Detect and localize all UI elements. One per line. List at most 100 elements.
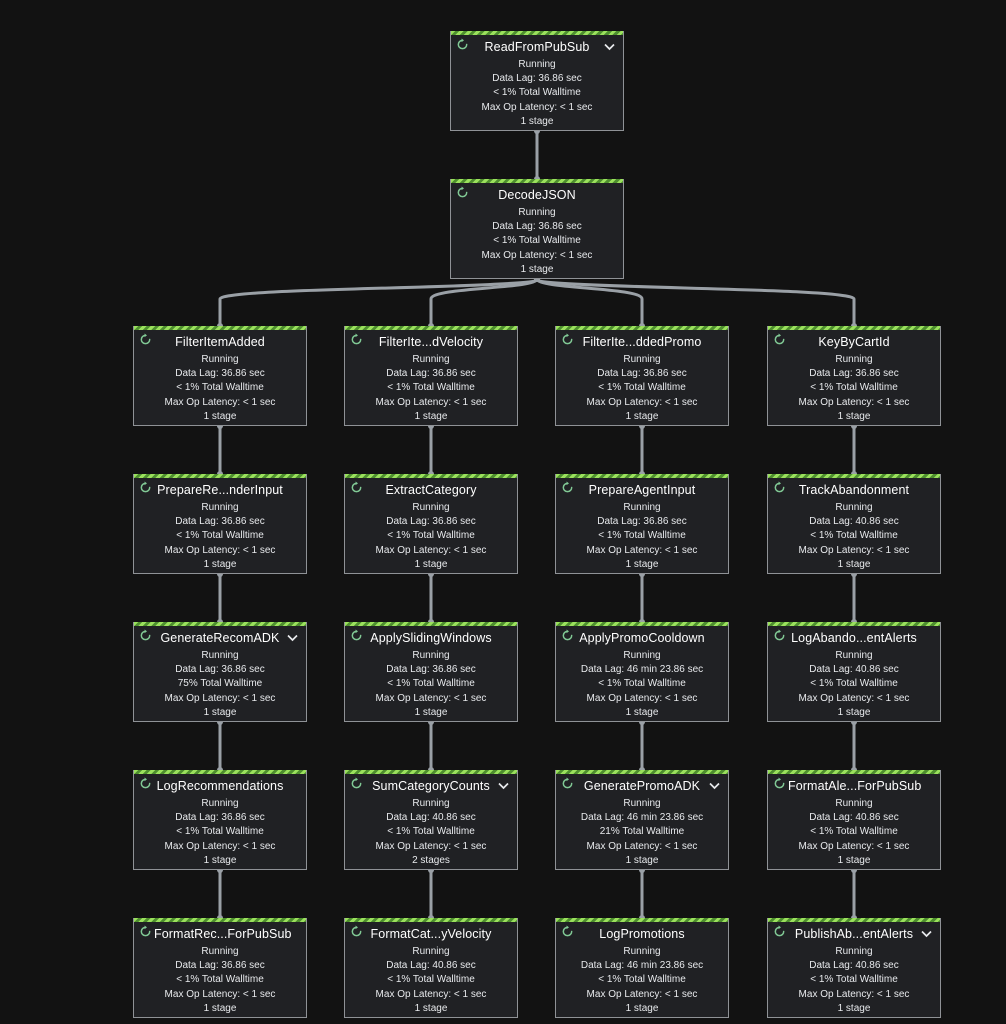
step-metrics: Running Data Lag: 40.86 sec < 1% Total W… [768, 797, 940, 868]
data-lag: Data Lag: 36.86 sec [175, 812, 265, 824]
max-op-latency: Max Op Latency: < 1 sec [481, 101, 593, 113]
running-refresh-icon [457, 186, 468, 198]
data-lag: Data Lag: 36.86 sec [597, 368, 687, 380]
step-status: Running [201, 650, 239, 661]
step-metrics: Running Data Lag: 40.86 sec < 1% Total W… [768, 649, 940, 720]
step-metrics: Running Data Lag: 36.86 sec < 1% Total W… [556, 353, 728, 424]
status-stripe [345, 770, 517, 774]
data-lag: Data Lag: 40.86 sec [809, 960, 899, 972]
step-title: LogAbando...entAlerts [791, 631, 917, 645]
total-walltime: < 1% Total Walltime [598, 678, 686, 690]
step-status: Running [412, 946, 450, 957]
step-metrics: Running Data Lag: 46 min 23.86 sec < 1% … [556, 945, 728, 1016]
step-node-a1[interactable]: FilterItemAdded Running Data Lag: 36.86 … [133, 326, 307, 426]
status-stripe [134, 326, 306, 330]
max-op-latency: Max Op Latency: < 1 sec [375, 692, 487, 704]
running-refresh-icon [351, 925, 362, 937]
step-node-c5[interactable]: LogPromotions Running Data Lag: 46 min 2… [555, 918, 729, 1018]
step-metrics: Running Data Lag: 40.86 sec < 1% Total W… [345, 797, 517, 868]
stage-count: 1 stage [837, 706, 871, 718]
edge-n1-d1 [535, 277, 856, 326]
step-title: PublishAb...entAlerts [794, 927, 914, 941]
status-stripe [556, 474, 728, 478]
step-node-b3[interactable]: ApplySlidingWindows Running Data Lag: 36… [344, 622, 518, 722]
status-stripe [345, 326, 517, 330]
step-node-b2[interactable]: ExtractCategory Running Data Lag: 36.86 … [344, 474, 518, 574]
step-metrics: Running Data Lag: 46 min 23.86 sec 21% T… [556, 797, 728, 868]
chevron-down-icon[interactable] [921, 930, 932, 938]
step-node-d1[interactable]: KeyByCartId Running Data Lag: 36.86 sec … [767, 326, 941, 426]
step-node-d3[interactable]: LogAbando...entAlerts Running Data Lag: … [767, 622, 941, 722]
step-node-a2[interactable]: PrepareRe...nderInput Running Data Lag: … [133, 474, 307, 574]
step-status: Running [412, 354, 450, 365]
total-walltime: < 1% Total Walltime [387, 382, 475, 394]
total-walltime: < 1% Total Walltime [598, 530, 686, 542]
step-node-b5[interactable]: FormatCat...yVelocity Running Data Lag: … [344, 918, 518, 1018]
total-walltime: < 1% Total Walltime [387, 530, 475, 542]
running-refresh-icon [562, 481, 573, 493]
data-lag: Data Lag: 36.86 sec [175, 960, 265, 972]
step-node-a5[interactable]: FormatRec...ForPubSub Running Data Lag: … [133, 918, 307, 1018]
chevron-down-icon[interactable] [287, 634, 298, 642]
step-title: SumCategoryCounts [372, 779, 490, 793]
data-lag: Data Lag: 36.86 sec [386, 368, 476, 380]
step-title: DecodeJSON [498, 188, 576, 202]
step-title: TrackAbandonment [798, 483, 910, 497]
running-refresh-icon [774, 333, 785, 345]
step-node-b1[interactable]: FilterIte...dVelocity Running Data Lag: … [344, 326, 518, 426]
step-node-n0[interactable]: ReadFromPubSub Running Data Lag: 36.86 s… [450, 31, 624, 131]
step-node-c2[interactable]: PrepareAgentInput Running Data Lag: 36.8… [555, 474, 729, 574]
data-lag: Data Lag: 40.86 sec [809, 664, 899, 676]
data-lag: Data Lag: 40.86 sec [386, 960, 476, 972]
status-stripe [768, 326, 940, 330]
stage-count: 2 stages [412, 854, 450, 866]
step-metrics: Running Data Lag: 36.86 sec < 1% Total W… [556, 501, 728, 572]
chevron-down-icon[interactable] [498, 782, 509, 790]
chevron-down-icon[interactable] [709, 782, 720, 790]
step-node-c3[interactable]: ApplyPromoCooldown Running Data Lag: 46 … [555, 622, 729, 722]
step-node-a4[interactable]: LogRecommendations Running Data Lag: 36.… [133, 770, 307, 870]
running-refresh-icon [562, 629, 573, 641]
step-node-b4[interactable]: SumCategoryCounts Running Data Lag: 40.8… [344, 770, 518, 870]
step-status: Running [623, 650, 661, 661]
max-op-latency: Max Op Latency: < 1 sec [798, 840, 910, 852]
running-refresh-icon [351, 333, 362, 345]
step-metrics: Running Data Lag: 36.86 sec < 1% Total W… [451, 206, 623, 277]
stage-count: 1 stage [414, 558, 448, 570]
step-node-c4[interactable]: GeneratePromoADK Running Data Lag: 46 mi… [555, 770, 729, 870]
max-op-latency: Max Op Latency: < 1 sec [586, 544, 698, 556]
data-lag: Data Lag: 40.86 sec [809, 812, 899, 824]
max-op-latency: Max Op Latency: < 1 sec [375, 840, 487, 852]
step-status: Running [835, 354, 873, 365]
total-walltime: < 1% Total Walltime [493, 87, 581, 99]
step-status: Running [623, 946, 661, 957]
total-walltime: < 1% Total Walltime [176, 974, 264, 986]
chevron-down-icon[interactable] [604, 43, 615, 51]
status-stripe [134, 622, 306, 626]
status-stripe [134, 918, 306, 922]
stage-count: 1 stage [414, 410, 448, 422]
running-refresh-icon [562, 925, 573, 937]
step-node-d4[interactable]: FormatAle...ForPubSub Running Data Lag: … [767, 770, 941, 870]
step-node-a3[interactable]: GenerateRecomADK Running Data Lag: 36.86… [133, 622, 307, 722]
running-refresh-icon [774, 629, 785, 641]
step-metrics: Running Data Lag: 36.86 sec < 1% Total W… [451, 58, 623, 129]
step-title: FilterIte...ddedPromo [582, 335, 702, 349]
running-refresh-icon [457, 38, 468, 50]
stage-count: 1 stage [203, 558, 237, 570]
step-title: ReadFromPubSub [484, 40, 590, 54]
stage-count: 1 stage [837, 854, 871, 866]
max-op-latency: Max Op Latency: < 1 sec [481, 249, 593, 261]
status-stripe [345, 622, 517, 626]
step-metrics: Running Data Lag: 36.86 sec < 1% Total W… [345, 649, 517, 720]
step-title: FilterItemAdded [175, 335, 265, 349]
step-status: Running [412, 502, 450, 513]
step-node-n1[interactable]: DecodeJSON Running Data Lag: 36.86 sec <… [450, 179, 624, 279]
step-node-d2[interactable]: TrackAbandonment Running Data Lag: 40.86… [767, 474, 941, 574]
status-stripe [768, 918, 940, 922]
step-node-d5[interactable]: PublishAb...entAlerts Running Data Lag: … [767, 918, 941, 1018]
total-walltime: < 1% Total Walltime [176, 530, 264, 542]
max-op-latency: Max Op Latency: < 1 sec [798, 544, 910, 556]
total-walltime: < 1% Total Walltime [810, 826, 898, 838]
step-node-c1[interactable]: FilterIte...ddedPromo Running Data Lag: … [555, 326, 729, 426]
